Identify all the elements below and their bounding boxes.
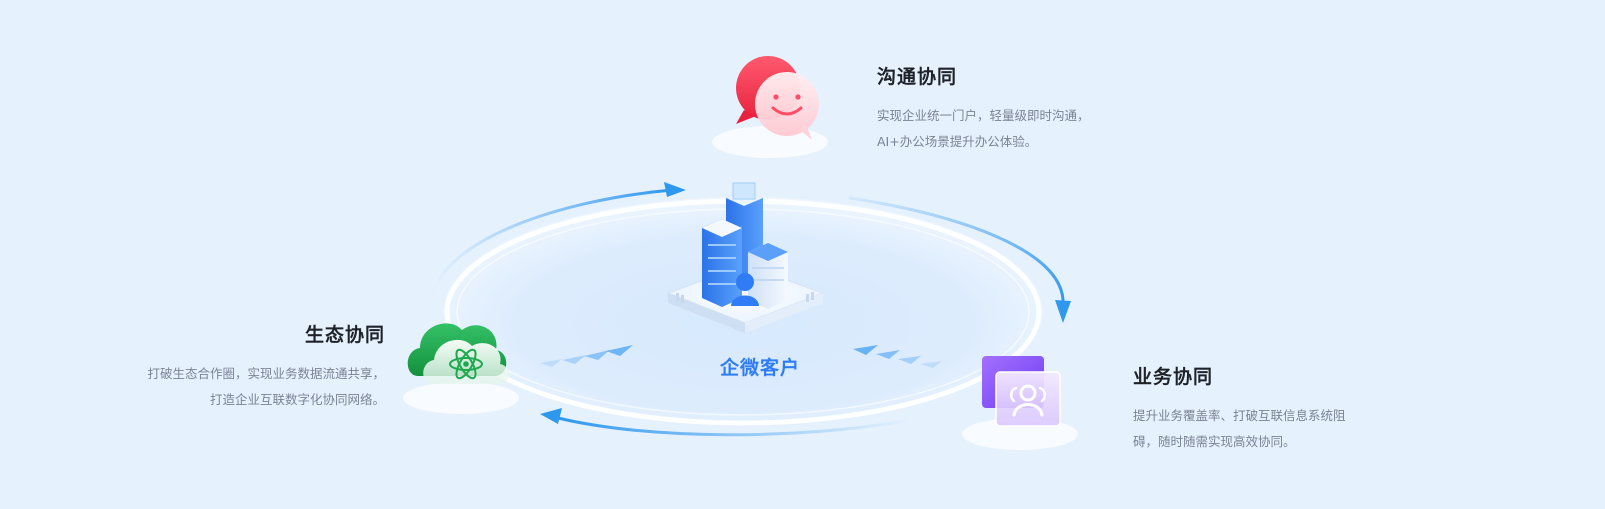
center-label: 企微客户 [719,357,800,379]
desc-line: 实现企业统一门户，轻量级即时沟通， [877,108,1090,123]
chevrons-right [853,345,942,368]
chat-bubbles-icon [712,56,828,158]
desc-line: 碍，随时随需实现高效协同。 [1133,434,1296,449]
flow-arc-right [848,196,1065,302]
flow-arrows [430,182,1071,437]
arrowhead-top [664,182,686,197]
feature-communication: 沟通协同 实现企业统一门户，轻量级即时沟通， AI+办公场景提升办公体验。 [877,62,1090,155]
feature-desc: 提升业务覆盖率、打破互联信息系统阻 碍，随时随需实现高效协同。 [1133,403,1346,455]
cloud-atom-icon [403,323,519,414]
feature-desc: 打破生态合作圈，实现业务数据流通共享， 打造企业互联数字化协同网络。 [120,361,385,413]
desc-line: 打破生态合作圈，实现业务数据流通共享， [147,366,385,381]
arrowhead-bottom [540,408,562,424]
desc-line: AI+办公场景提升办公体验。 [877,134,1038,149]
desc-line: 打造企业互联数字化协同网络。 [209,392,385,407]
flow-arc-top [430,188,674,302]
arrowhead-right [1055,300,1071,323]
building-icon [666,182,825,333]
desc-line: 提升业务覆盖率、打破互联信息系统阻 [1133,408,1346,423]
feature-title: 沟通协同 [877,66,958,88]
flow-arc-bottom [556,416,912,437]
feature-title: 生态协同 [304,324,385,346]
feature-title: 业务协同 [1133,366,1214,388]
feature-ecosystem: 生态协同 打破生态合作圈，实现业务数据流通共享， 打造企业互联数字化协同网络。 [120,320,385,413]
users-card-icon [962,356,1078,450]
feature-desc: 实现企业统一门户，轻量级即时沟通， AI+办公场景提升办公体验。 [877,103,1090,155]
chevrons-left [540,345,633,367]
feature-business: 业务协同 提升业务覆盖率、打破互联信息系统阻 碍，随时随需实现高效协同。 [1133,362,1346,455]
